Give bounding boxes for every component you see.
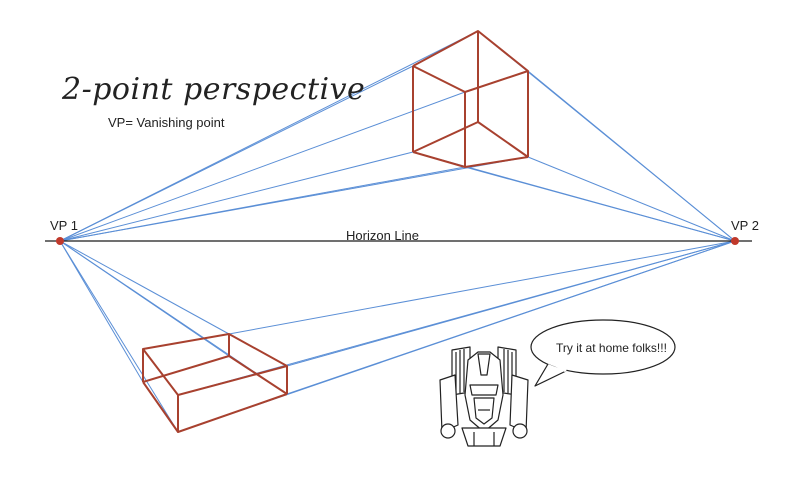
vanishing-point-1 <box>56 237 64 245</box>
robot-head-icon <box>439 346 529 447</box>
vanishing-point-2 <box>731 237 739 245</box>
guide-line <box>527 156 736 242</box>
diagram-title: 2-point perspective <box>62 72 366 107</box>
guide-line <box>59 240 144 383</box>
vp2-label: VP 2 <box>731 218 759 233</box>
speech-bubble-tail <box>534 363 567 387</box>
guide-line <box>59 151 414 242</box>
speech-bubble-body <box>530 319 676 375</box>
guide-line <box>59 240 230 335</box>
robot-right-ear <box>512 423 528 439</box>
speech-bubble-text: Try it at home folks!!! <box>556 341 667 355</box>
speech-bubble <box>530 319 676 387</box>
guide-line <box>228 240 736 335</box>
guide-line <box>59 156 529 242</box>
speech-bubble-tail-mask <box>549 360 567 373</box>
diagram-subtitle: VP= Vanishing point <box>108 115 225 130</box>
top-box-hidden-edges <box>412 121 529 158</box>
robot-crest <box>477 353 491 376</box>
vp1-label: VP 1 <box>50 218 78 233</box>
robot-left-panel <box>439 374 459 433</box>
robot-visor <box>469 384 499 396</box>
guide-lines <box>59 30 736 433</box>
robot-face <box>473 397 495 425</box>
bottom-box-top-face <box>142 333 288 396</box>
guide-line <box>59 240 179 433</box>
top-box-top-face <box>412 30 529 93</box>
guide-line <box>527 70 736 242</box>
guide-line <box>59 65 414 242</box>
guide-line <box>286 240 736 395</box>
robot-left-ear <box>440 423 456 439</box>
robot-chin <box>461 427 507 447</box>
bottom-box-bottom-edges <box>142 381 288 433</box>
robot-right-panel <box>509 374 529 433</box>
bottom-box-hidden-edges <box>142 355 288 395</box>
bottom-box <box>142 333 288 433</box>
top-box <box>412 30 529 168</box>
horizon-label: Horizon Line <box>346 228 419 243</box>
top-box-bottom-edges <box>412 151 529 168</box>
guide-line <box>59 91 466 242</box>
